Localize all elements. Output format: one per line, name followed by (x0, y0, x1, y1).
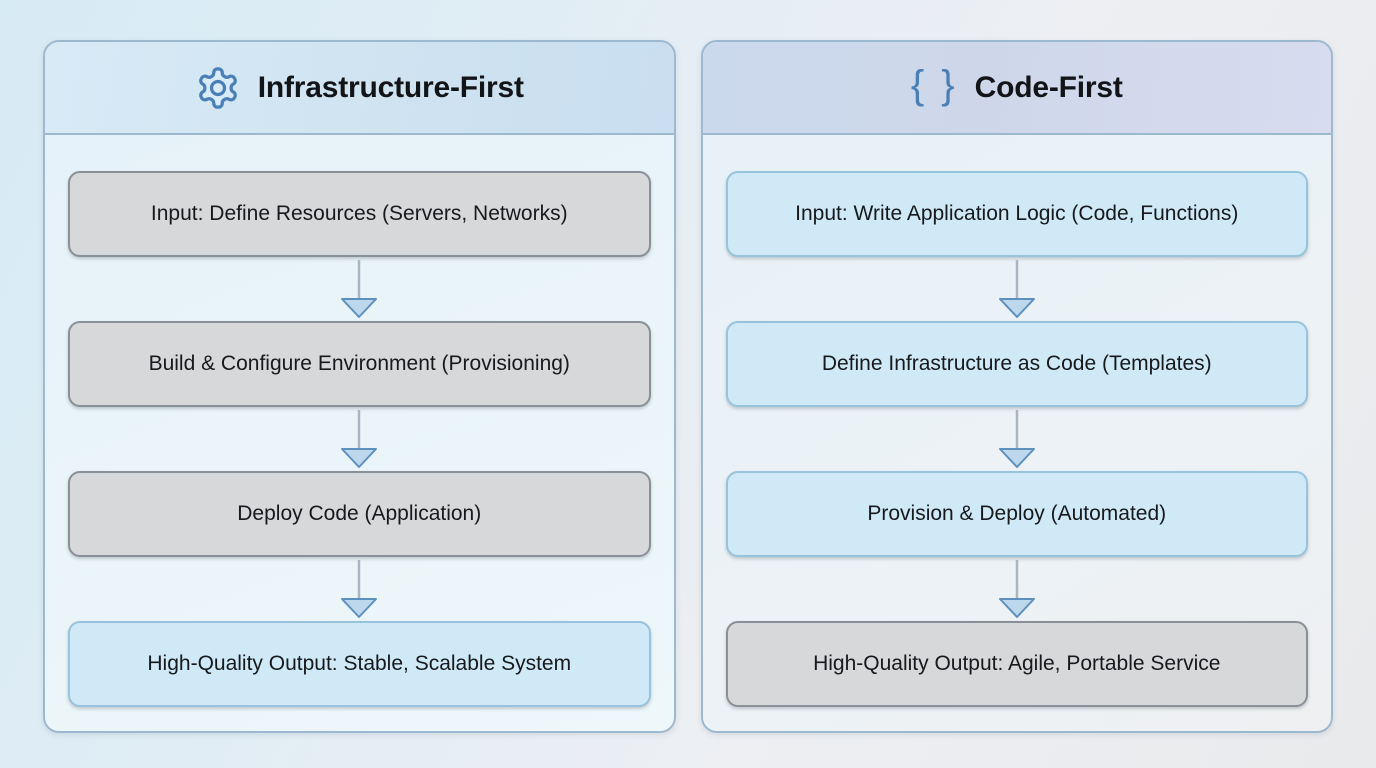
infrastructure-panel-header: Infrastructure-First (45, 42, 674, 135)
flow-step: Define Infrastructure as Code (Templates… (725, 321, 1308, 407)
flow-step: High-Quality Output: Stable, Scalable Sy… (68, 621, 651, 707)
panel-title: Infrastructure-First (257, 70, 524, 104)
down-arrow-icon (726, 557, 1309, 621)
gear-icon (195, 65, 241, 111)
flow-step: Input: Define Resources (Servers, Networ… (68, 171, 651, 257)
flow-step: Input: Write Application Logic (Code, Fu… (725, 171, 1308, 257)
down-arrow-icon (68, 407, 651, 471)
down-arrow-icon (68, 557, 651, 621)
panel-code-first: { } Code-First Input: Write Application … (700, 40, 1333, 733)
braces-icon: { } (910, 62, 958, 107)
infrastructure-panel-body: Input: Define Resources (Servers, Networ… (45, 135, 674, 731)
flow-step: Build & Configure Environment (Provision… (68, 321, 651, 407)
down-arrow-icon (68, 257, 651, 321)
code-panel-header: { } Code-First (702, 42, 1331, 135)
code-panel-body: Input: Write Application Logic (Code, Fu… (702, 135, 1331, 731)
flow-step: Deploy Code (Application) (68, 471, 651, 557)
panel-title: Code-First (974, 70, 1123, 104)
flow-step: High-Quality Output: Agile, Portable Ser… (725, 621, 1308, 707)
down-arrow-icon (726, 407, 1309, 471)
flow-step: Provision & Deploy (Automated) (725, 471, 1308, 557)
down-arrow-icon (726, 257, 1309, 321)
panel-infrastructure-first: Infrastructure-First Input: Define Resou… (43, 40, 676, 733)
